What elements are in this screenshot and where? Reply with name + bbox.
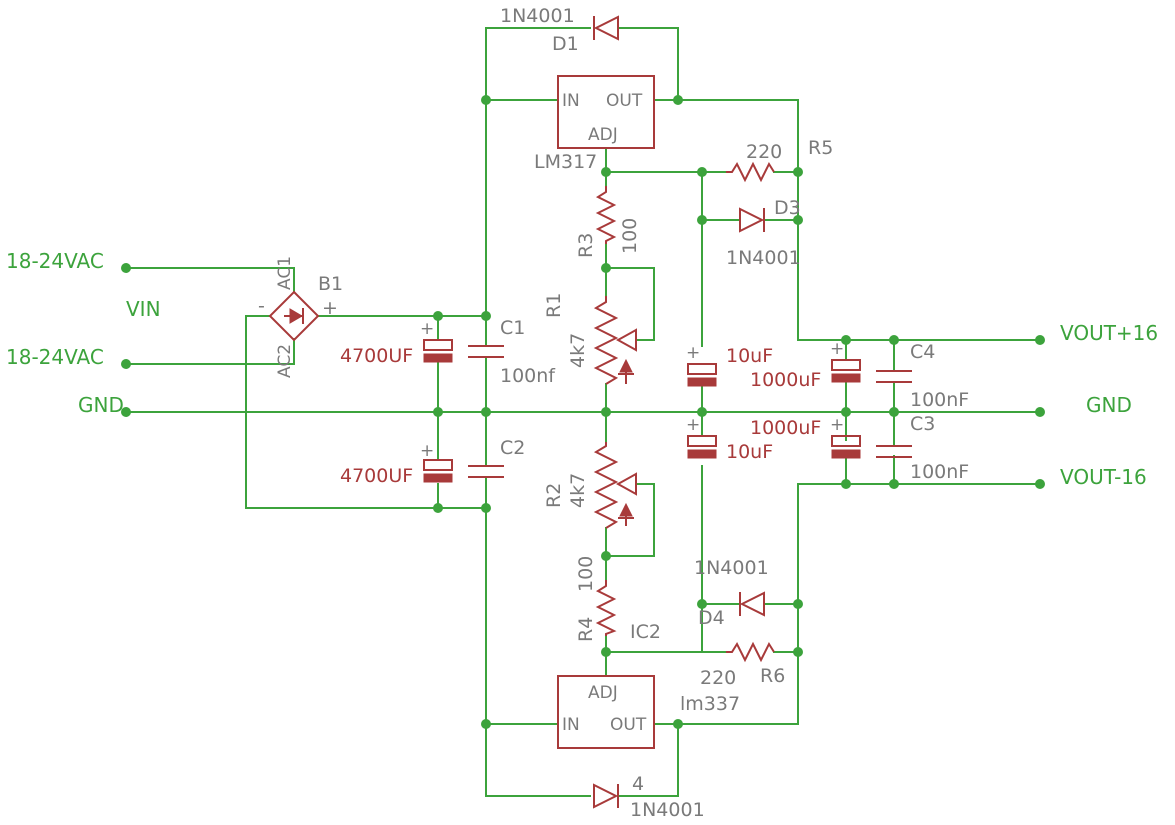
c4-value: 100nF [910,389,969,411]
d2-value: 1N4001 [630,799,705,821]
r1-value: 4k7 [567,333,589,368]
capacitor-c2 [468,465,504,478]
r5-value: 220 [746,141,782,163]
regulator-ic1 [557,75,655,149]
cadj-top-plus: + [686,343,700,363]
ic2-in-pin: IN [562,715,580,735]
bridge-rectifier-b1 [268,290,320,342]
c3-name: C3 [910,413,935,435]
capacitor-out-top [831,359,861,383]
capacitor-c4 [876,370,912,383]
r4-value: 100 [575,556,597,592]
capacitor-c3 [876,445,912,458]
d4-name: D4 [698,607,725,629]
diode-d2 [593,783,619,809]
r5-name: R5 [808,137,833,159]
r2-value: 4k7 [567,473,589,508]
resistor-r3 [595,186,617,244]
b1-minus: - [258,295,265,317]
c4-name: C4 [910,341,935,363]
resistor-r5 [726,161,775,183]
net-label-gnd-left: GND [78,393,124,417]
b1-name: B1 [318,273,343,295]
c1-name: C1 [500,317,525,339]
resistor-r4 [595,580,617,636]
ic2-out-pin: OUT [610,715,647,735]
bulk-top-plus: + [420,319,434,339]
ic1-out-pin: OUT [606,91,643,111]
diode-d1 [593,15,619,41]
cadj-top-value: 10uF [726,345,773,367]
d1-name: D1 [552,33,579,55]
bulk-capacitor-bottom [423,459,453,483]
r1-name: R1 [543,293,565,318]
cout-top-plus: + [830,339,844,359]
diode-d4 [739,591,765,617]
r3-name: R3 [575,233,597,258]
cout-top-value: 1000uF [750,369,821,391]
d2-name: 4 [632,773,644,795]
d3-name: D3 [774,197,801,219]
cadj-bot-value: 10uF [726,441,773,463]
net-label-vout-neg: VOUT-16 [1060,465,1147,489]
net-label-gnd-right: GND [1086,393,1132,417]
junction-dots [121,95,1045,729]
cadj-bot-plus: + [686,415,700,435]
ic1-in-pin: IN [562,91,580,111]
r4-name: R4 [575,617,597,642]
wires [125,27,1041,797]
net-label-vout-pos: VOUT+16 [1060,321,1158,345]
d1-value: 1N4001 [500,5,575,27]
r3-value: 100 [619,218,641,254]
diode-d3 [739,207,765,233]
capacitor-out-bottom [831,435,861,459]
c2-name: C2 [500,437,525,459]
cout-bot-plus: + [830,415,844,435]
d4-value: 1N4001 [694,557,769,579]
b1-plus: + [322,297,338,319]
ic2-part: lm337 [680,693,740,715]
ic1-part: LM317 [534,151,597,173]
c3-value: 100nF [910,461,969,483]
capacitor-c1 [468,345,504,358]
potentiometer-r1 [593,296,637,385]
ic1-adj-pin: ADJ [588,125,618,145]
ic2-name: IC2 [630,621,661,643]
b1-ac1-label: AC1 [275,256,295,290]
cout-bot-value: 1000uF [750,417,821,439]
b1-ac2-label: AC2 [275,344,295,378]
d3-value: 1N4001 [726,247,801,269]
bulk-capacitor-top [423,339,453,363]
net-label-vin: VIN [126,297,161,321]
resistor-r6 [726,641,775,663]
c1-value: 100nf [500,365,556,387]
bulk-top-value: 4700UF [340,345,413,367]
r6-value: 220 [700,667,736,689]
r2-name: R2 [543,483,565,508]
potentiometer-r2 [593,442,637,529]
r6-name: R6 [760,665,785,687]
net-label-vac2: 18-24VAC [6,345,104,369]
bulk-bot-plus: + [420,441,434,461]
regulator-ic2 [557,675,655,749]
ic2-adj-pin: ADJ [588,683,618,703]
bulk-bot-value: 4700UF [340,465,413,487]
capacitor-adj-bottom [687,435,717,459]
net-label-vac1: 18-24VAC [6,249,104,273]
capacitor-adj-top [687,363,717,387]
